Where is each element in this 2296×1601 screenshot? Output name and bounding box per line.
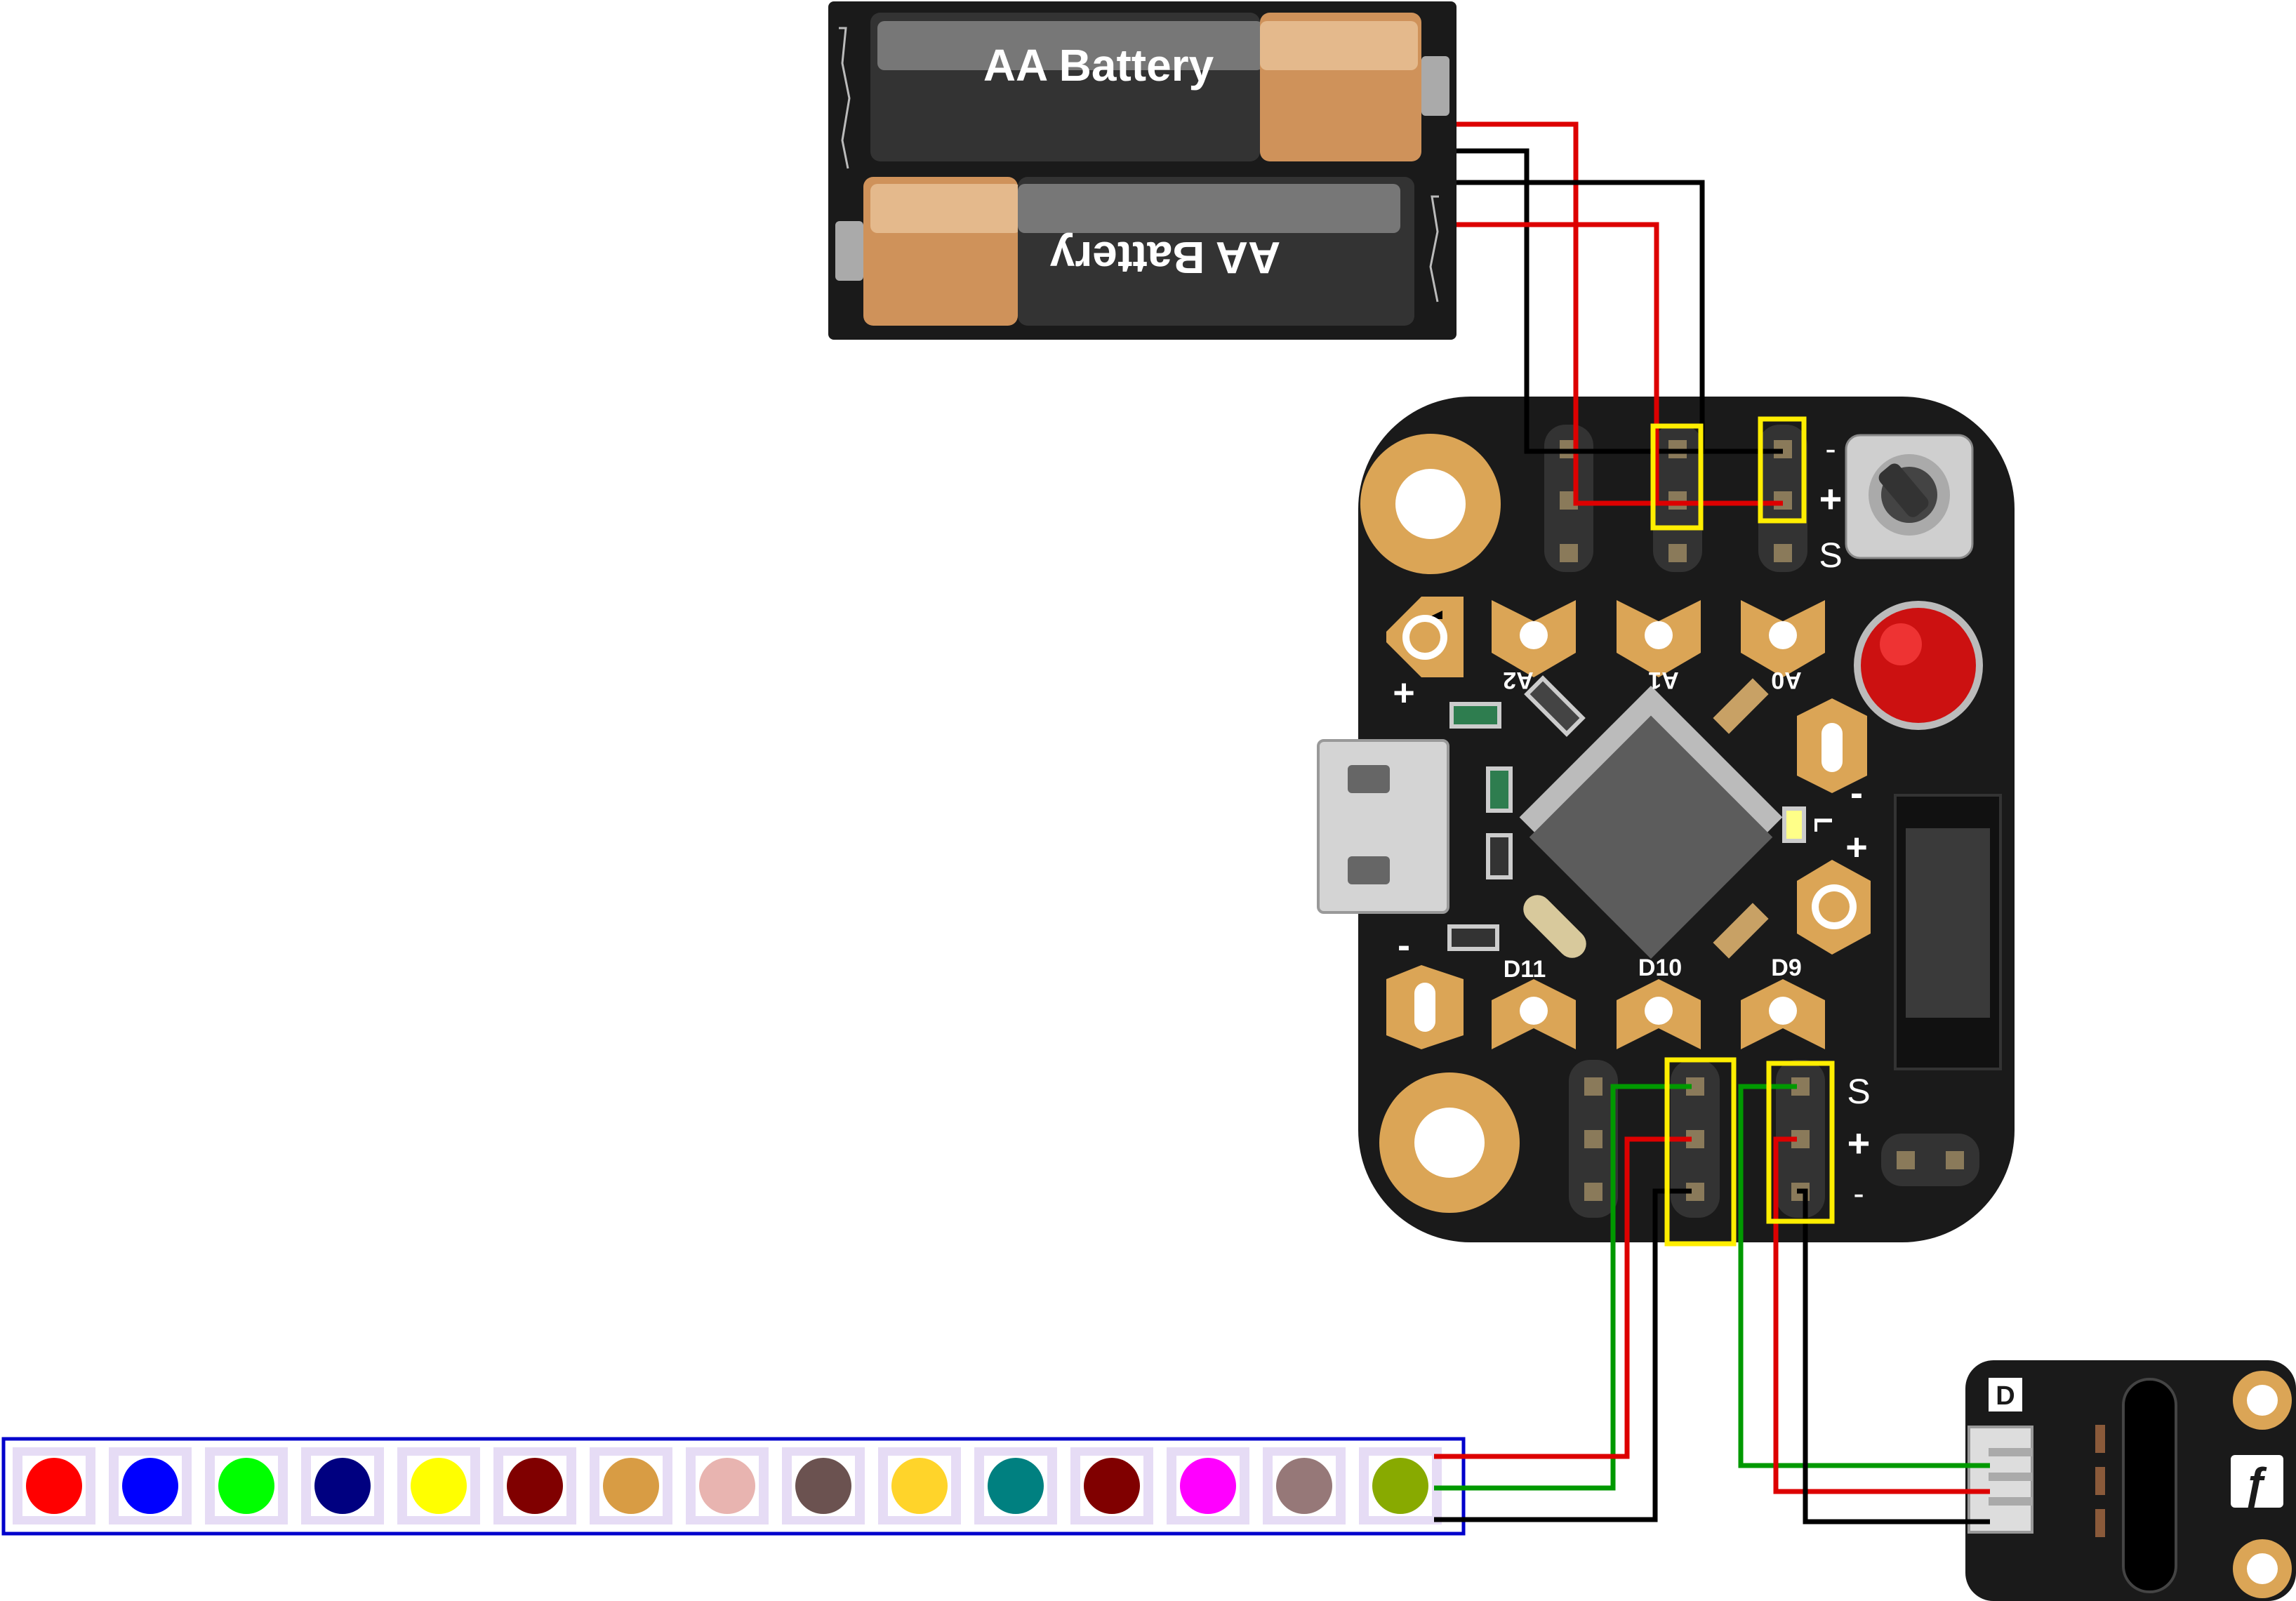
pad-label-a1: A1 <box>1648 667 1678 693</box>
pad-label-a0: A0 <box>1771 667 1801 693</box>
pad-d10 <box>1617 979 1701 1049</box>
led-light <box>411 1458 467 1514</box>
bottom-header-label-signal: S <box>1847 1072 1870 1111</box>
led-light <box>1372 1458 1428 1514</box>
led-light <box>507 1458 563 1514</box>
led-light <box>122 1458 178 1514</box>
pad-label-minus-left: - <box>1398 924 1410 966</box>
spring-right <box>1429 195 1439 303</box>
pad-a1 <box>1617 600 1701 677</box>
wire-battery-red-top <box>1456 121 1783 506</box>
top-header-label-minus: - <box>1825 430 1836 467</box>
highlight-bottom-right <box>1766 1061 1835 1224</box>
sensor-element <box>2122 1378 2177 1593</box>
wires <box>1434 121 1990 1524</box>
pad-d11 <box>1492 979 1576 1049</box>
highlight-bottom-left <box>1664 1057 1737 1247</box>
mounting-hole-top <box>1360 434 1501 574</box>
pad-label-d11: D11 <box>1504 956 1546 983</box>
push-button[interactable] <box>1854 601 1983 730</box>
bottom-header-pins <box>1569 1060 1979 1218</box>
pad-label-plus-right: + <box>1845 826 1868 868</box>
battery-cell-bottom-label: AA Battery <box>1049 232 1280 283</box>
battery-cell-top: AA Battery <box>870 13 1449 161</box>
wire-sensor-red <box>1773 1136 1990 1494</box>
pad-right-minus <box>1797 698 1867 793</box>
highlight-top-right <box>1758 416 1807 524</box>
led-light <box>891 1458 948 1514</box>
wire-strip-black <box>1434 1188 1692 1522</box>
led-indicator <box>1782 806 1806 843</box>
led-group <box>13 1447 1442 1524</box>
smd-resistor-1 <box>1449 702 1501 729</box>
sensor-module: D ƒ <box>1965 1360 2296 1601</box>
potentiometer[interactable] <box>1845 434 1974 559</box>
led-light <box>795 1458 851 1514</box>
top-header-label-plus: + <box>1819 477 1843 521</box>
smd-cap-1 <box>1486 833 1513 879</box>
led-light <box>988 1458 1044 1514</box>
pad-label-d10: D10 <box>1638 955 1682 981</box>
sensor-badge-label: D <box>1996 1381 2015 1411</box>
led-light <box>1276 1458 1332 1514</box>
led-indicator-label: L <box>1809 817 1838 832</box>
pad-label-plus-left: + <box>1393 672 1415 714</box>
smd-cap-4 <box>1713 678 1769 734</box>
led-light <box>603 1458 659 1514</box>
sensor-logo <box>2231 1455 2283 1508</box>
bottom-header-label-plus: + <box>1847 1121 1871 1165</box>
battery-pack: AA Battery AA Battery <box>828 1 1456 340</box>
top-header-pins <box>1544 425 1807 572</box>
battery-cell-top-label: AA Battery <box>983 40 1214 91</box>
top-header-label-signal: S <box>1819 536 1842 575</box>
wire-battery-red-bottom <box>1456 222 1678 506</box>
led-light <box>314 1458 371 1514</box>
led-light <box>1084 1458 1140 1514</box>
pad-label-d9: D9 <box>1771 955 1801 981</box>
pad-d9 <box>1741 979 1825 1049</box>
highlight-boxes <box>1650 416 1835 1247</box>
smd-resistor-2 <box>1486 766 1513 813</box>
wire-sensor-black <box>1797 1188 1990 1524</box>
mounting-hole-bottom <box>1379 1072 1520 1213</box>
pad-power-minus-bottom <box>1386 965 1464 1049</box>
spring-left <box>839 27 851 169</box>
controller-board: - + S <box>1317 397 2015 1242</box>
pad-a0 <box>1741 600 1825 677</box>
sensor-logo-glyph: ƒ <box>2244 1458 2269 1508</box>
led-light <box>699 1458 755 1514</box>
crystal <box>1523 895 1586 958</box>
pad-right-plus <box>1797 860 1871 955</box>
pad-a2 <box>1492 600 1576 677</box>
led-light <box>26 1458 82 1514</box>
wire-battery-black-bottom <box>1456 180 1705 454</box>
smd-cap-2 <box>1447 924 1499 951</box>
led-strip <box>1 1437 1466 1536</box>
microcontroller-chip <box>1519 686 1783 959</box>
smd-cap-3 <box>1524 675 1586 737</box>
slide-switch[interactable] <box>1894 794 2002 1070</box>
battery-cell-bottom: AA Battery <box>835 177 1414 326</box>
wire-strip-red <box>1434 1136 1692 1459</box>
bottom-header-label-minus: - <box>1853 1175 1864 1211</box>
smd-cap-5 <box>1713 903 1769 959</box>
wire-strip-green <box>1434 1084 1692 1491</box>
led-light <box>1180 1458 1236 1514</box>
highlight-top-left <box>1650 423 1704 531</box>
pad-label-a2: A2 <box>1503 667 1533 693</box>
pad-power-plus-top <box>1386 597 1464 677</box>
pad-label-minus-right: - <box>1850 772 1863 814</box>
led-light <box>218 1458 274 1514</box>
sensor-badge <box>1989 1378 2022 1411</box>
